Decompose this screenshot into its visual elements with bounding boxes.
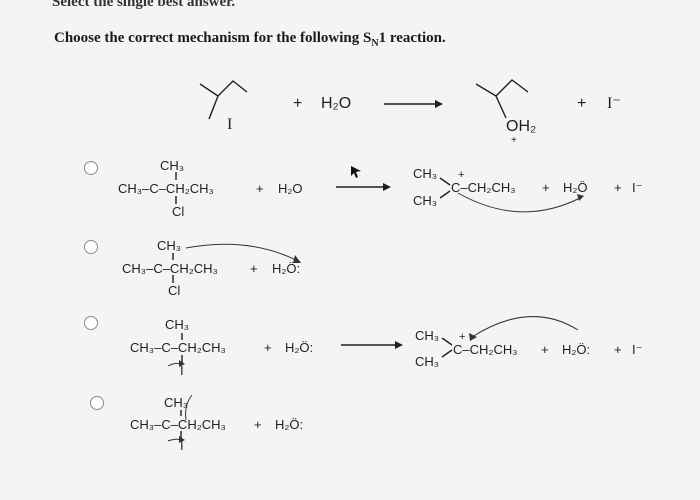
option-c-substituent: I	[180, 363, 184, 378]
option-b-plus: +	[250, 261, 258, 276]
option-c-plus-3: +	[614, 342, 622, 357]
question-text: Choose the correct mechanism for the fol…	[54, 30, 446, 49]
option-d-water: H₂Ö:	[275, 417, 304, 432]
option-a-water: H₂O	[278, 181, 303, 196]
option-b-curved-arrow	[185, 243, 301, 263]
option-a-top-ch3: CH₃	[160, 158, 185, 173]
option-d-radio[interactable]	[90, 396, 104, 410]
option-d-chain: CH₃–C–CH₂CH₃	[130, 417, 226, 432]
option-a-substituent: Cl	[172, 204, 185, 219]
option-c-iodide: I⁻	[632, 342, 643, 357]
option-c-arrow	[341, 341, 403, 349]
reaction-arrow	[384, 100, 443, 108]
option-c-plus-2: +	[541, 342, 549, 357]
option-a-arrow	[336, 183, 391, 191]
reaction-plus-1: +	[293, 95, 303, 112]
option-c-radio[interactable]	[84, 316, 98, 330]
option-b-chain: CH₃–C–CH₂CH₃	[122, 261, 218, 276]
option-c-product-bonds	[441, 337, 453, 358]
option-d-top-ch3: CH₃	[164, 395, 189, 410]
product-iodide: I⁻	[607, 95, 621, 112]
oxonium-charge: +	[511, 135, 517, 146]
option-c-water-2: H₂Ö:	[562, 342, 591, 357]
reaction-plus-2: +	[577, 95, 587, 112]
option-a-product-bonds	[439, 177, 451, 199]
option-a-radio[interactable]	[84, 161, 98, 175]
option-a-cation: C–CH₂CH₃	[451, 180, 516, 195]
option-b-substituent: Cl	[168, 283, 181, 298]
option-d-plus: +	[254, 417, 262, 432]
option-b-radio[interactable]	[84, 240, 98, 254]
option-b-water: H₂Ö:	[272, 261, 301, 276]
option-a-curved-arrow	[457, 192, 581, 213]
option-c-plus: +	[264, 340, 272, 355]
option-b-top-ch3: CH₃	[157, 238, 182, 253]
option-a-chain: CH₃–C–CH₂CH₃	[118, 181, 214, 196]
option-a-product-ch3-bottom: CH₃	[413, 193, 438, 208]
option-c-cation: C–CH₂CH₃	[453, 342, 518, 357]
option-a-plus: +	[256, 181, 264, 196]
cursor-icon	[351, 166, 361, 178]
option-c-chain: CH₃–C–CH₂CH₃	[130, 340, 226, 355]
reactant-iodine-label: I	[227, 116, 233, 133]
option-c-cation-charge: +	[459, 331, 466, 343]
instruction-text: Select the single best answer.	[52, 0, 236, 10]
option-a-cation-charge: +	[458, 169, 465, 181]
option-a-iodide: I⁻	[632, 180, 643, 195]
option-c-product-ch3-bottom: CH₃	[415, 354, 440, 369]
option-a-product-ch3-top: CH₃	[413, 166, 438, 181]
skeletal-alkyl-iodide	[199, 80, 248, 120]
option-d-substituent: I	[180, 438, 184, 453]
option-a-plus-3: +	[614, 180, 622, 195]
option-c-curved-arrow-2	[471, 316, 579, 338]
skeletal-oxonium	[475, 79, 529, 119]
oxonium-label: OH₂	[506, 118, 537, 135]
option-a-plus-2: +	[542, 180, 550, 195]
reaction-water: H₂O	[321, 95, 352, 112]
option-c-water: H₂Ö:	[285, 340, 314, 355]
option-c-top-ch3: CH₃	[165, 317, 190, 332]
option-c-product-ch3-top: CH₃	[415, 328, 440, 343]
option-a-water-2: H₂Ö	[563, 180, 588, 195]
